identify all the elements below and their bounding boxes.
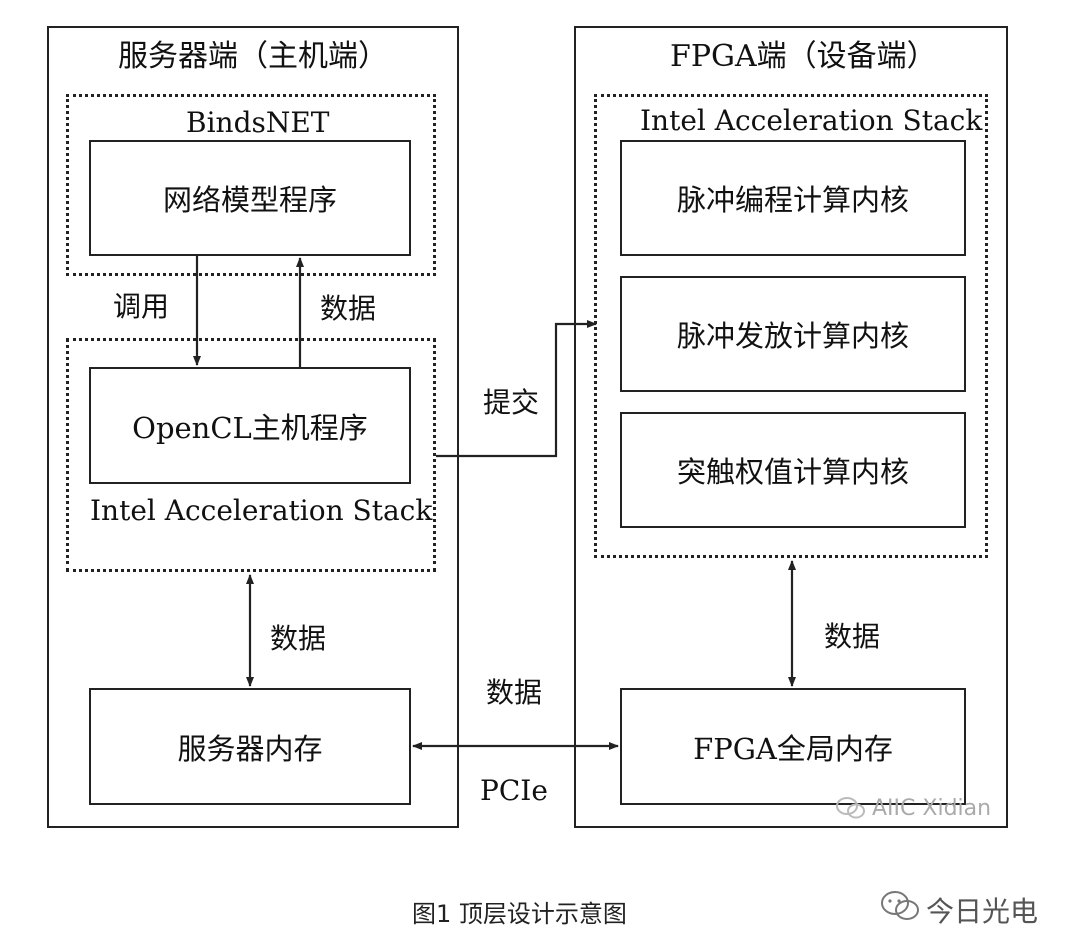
spike-encoding-kernel-box: 脉冲编程计算内核: [620, 140, 966, 256]
server-ias-group: [66, 338, 436, 572]
spike-firing-kernel-box: 脉冲发放计算内核: [620, 276, 966, 392]
figure-caption: 图1 顶层设计示意图: [412, 900, 627, 928]
network-model-program-box: 网络模型程序: [89, 140, 411, 256]
synapse-weight-kernel-box: 突触权值计算内核: [620, 412, 966, 528]
brand-watermark: 今日光电: [926, 895, 1039, 928]
fpga-panel: [574, 26, 1008, 828]
submit-label: 提交: [483, 386, 540, 419]
data-server-mid-label: 数据: [270, 622, 327, 655]
data-fpga-label: 数据: [824, 620, 881, 653]
wechat-logo-icon: [836, 796, 866, 820]
inline-watermark: AIIC Xidian: [872, 796, 992, 821]
server-memory-box: 服务器内存: [89, 688, 411, 805]
fpga-global-memory-box: FPGA全局内存: [620, 688, 966, 805]
bindsnet-group: [66, 94, 436, 276]
fpga-title: FPGA端（设备端）: [670, 39, 937, 74]
server-title: 服务器端（主机端）: [118, 39, 388, 74]
submit-arrow: [436, 320, 597, 458]
pcie-label: PCIe: [480, 774, 548, 807]
data-up-label: 数据: [320, 292, 377, 325]
server-ias-label: Intel Acceleration Stack: [90, 494, 433, 527]
server-panel: [47, 26, 459, 828]
opencl-host-program-box: OpenCL主机程序: [89, 367, 411, 484]
call-label: 调用: [113, 290, 170, 323]
wechat-brand-icon: [880, 890, 920, 922]
bindsnet-label: BindsNET: [186, 106, 330, 139]
data-pcie-label: 数据: [486, 676, 543, 709]
fpga-ias-label: Intel Acceleration Stack: [640, 104, 983, 137]
